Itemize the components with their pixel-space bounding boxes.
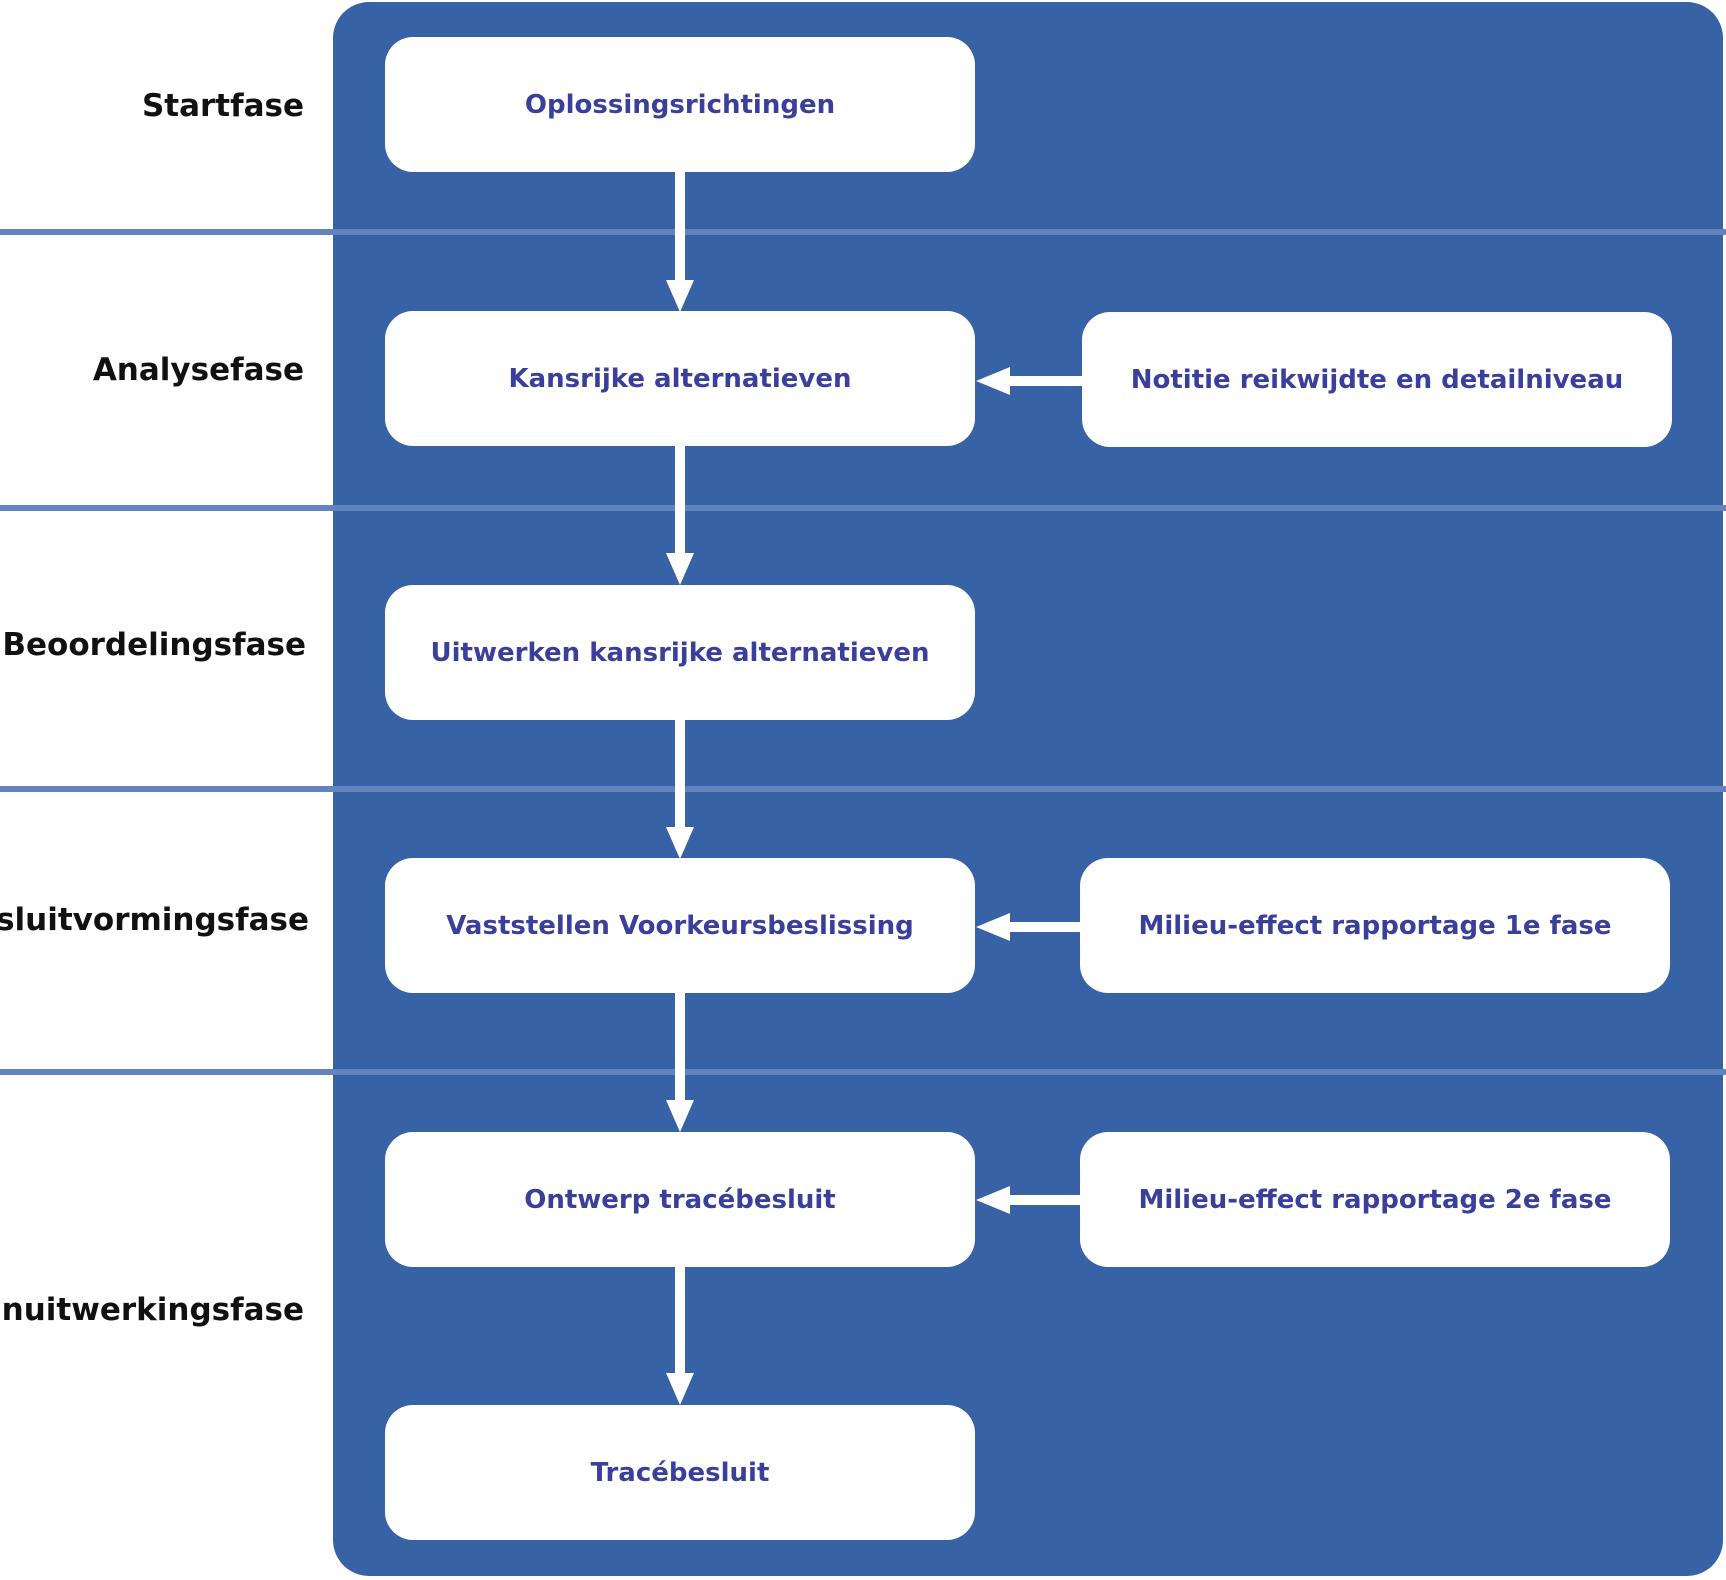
flow-connector bbox=[675, 1264, 685, 1379]
phase-divider bbox=[0, 229, 1726, 235]
input-box-mer-fase-1: Milieu-effect rapportage 1e fase bbox=[1080, 858, 1670, 993]
flow-connector bbox=[675, 444, 685, 558]
step-box-tracebesluit: Tracébesluit bbox=[385, 1405, 975, 1540]
step-box-kansrijke-alternatieven: Kansrijke alternatieven bbox=[385, 311, 975, 446]
phase-divider bbox=[0, 786, 1726, 792]
input-box-notitie-reikwijdte: Notitie reikwijdte en detailniveau bbox=[1082, 312, 1672, 447]
arrow-down-icon bbox=[666, 827, 694, 859]
step-box-ontwerp-tracebesluit: Ontwerp tracébesluit bbox=[385, 1132, 975, 1267]
phase-label-analysis: Analysefase bbox=[92, 352, 304, 388]
arrow-down-icon bbox=[666, 280, 694, 312]
step-box-voorkeursbeslissing: Vaststellen Voorkeursbeslissing bbox=[385, 858, 975, 993]
input-connector bbox=[1008, 1195, 1083, 1205]
flow-connector bbox=[675, 170, 685, 285]
phase-divider bbox=[0, 505, 1726, 511]
flow-connector bbox=[675, 717, 685, 832]
arrow-down-icon bbox=[666, 1373, 694, 1405]
input-connector bbox=[1008, 376, 1085, 386]
step-box-oplossingsrichtingen: Oplossingsrichtingen bbox=[385, 37, 975, 172]
step-box-uitwerken-alternatieven: Uitwerken kansrijke alternatieven bbox=[385, 585, 975, 720]
phase-label-assessment: Beoordelingsfase bbox=[2, 627, 306, 663]
input-box-mer-fase-2: Milieu-effect rapportage 2e fase bbox=[1080, 1132, 1670, 1267]
arrow-left-icon bbox=[976, 367, 1010, 395]
phase-label-decision: Besluitvormingsfase bbox=[0, 902, 309, 938]
phase-label-start: Startfase bbox=[141, 88, 304, 124]
phase-label-plan-elaboration: Planuitwerkingsfase bbox=[0, 1292, 304, 1328]
arrow-left-icon bbox=[976, 913, 1010, 941]
arrow-down-icon bbox=[666, 1100, 694, 1132]
arrow-down-icon bbox=[666, 553, 694, 585]
phase-divider bbox=[0, 1069, 1726, 1075]
flow-connector bbox=[675, 991, 685, 1105]
arrow-left-icon bbox=[976, 1186, 1010, 1214]
input-connector bbox=[1008, 922, 1083, 932]
